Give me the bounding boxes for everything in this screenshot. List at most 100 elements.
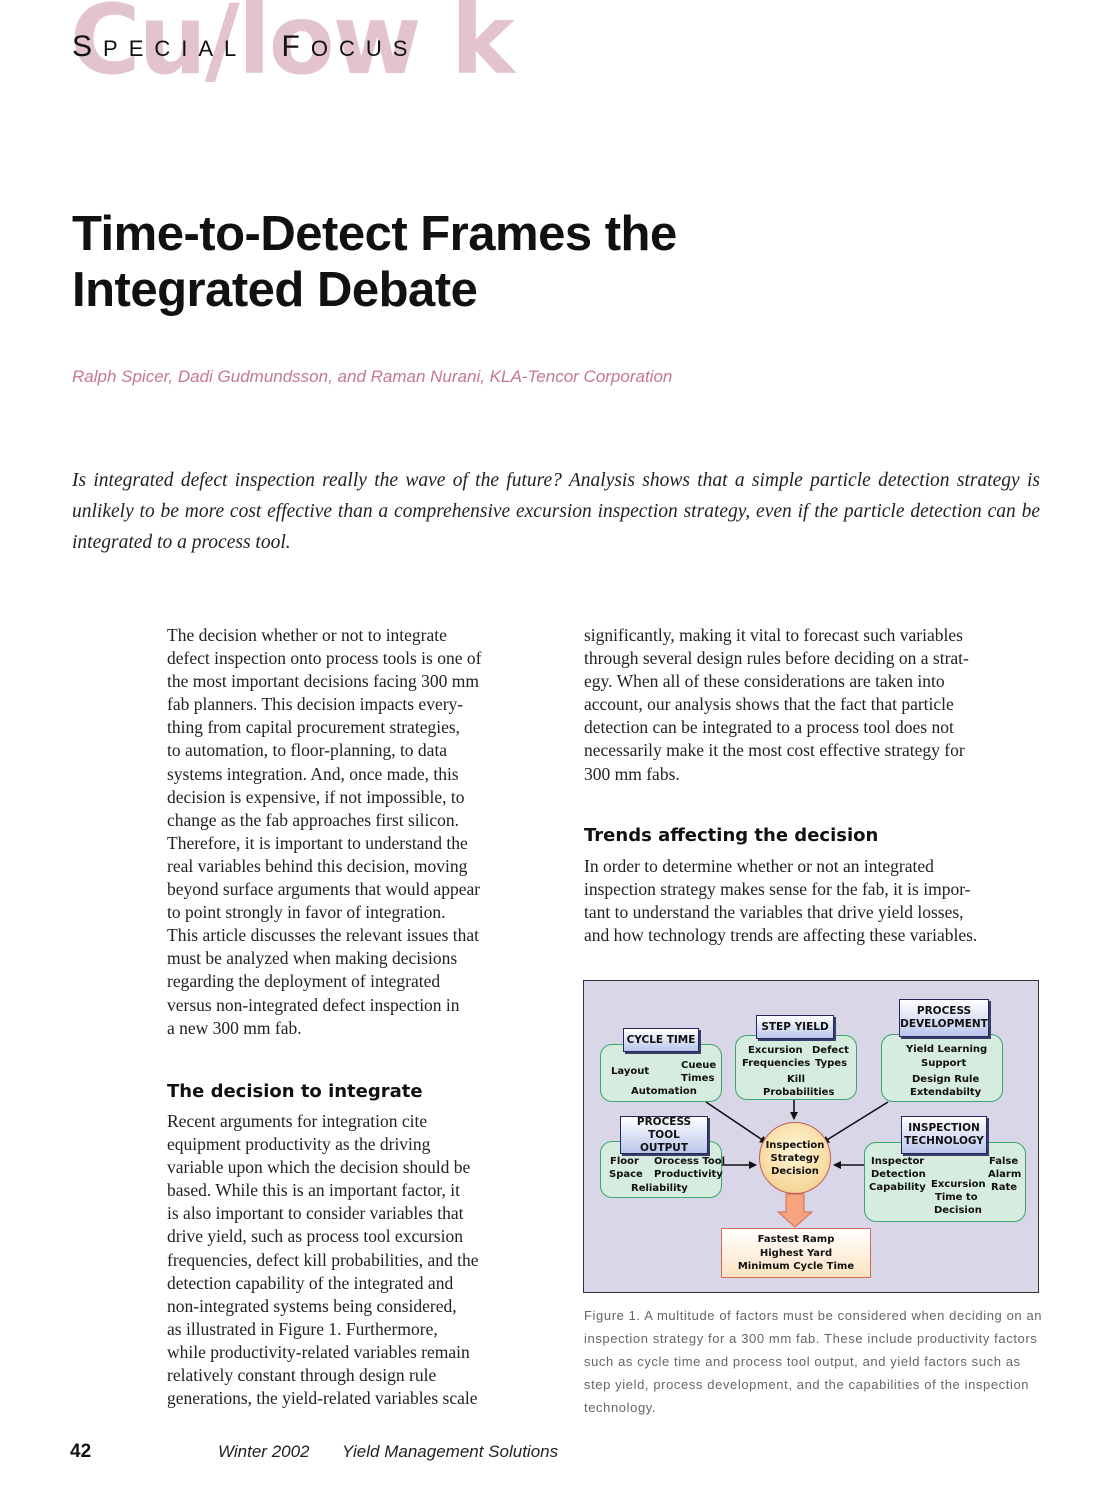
outcome-box: Fastest Ramp Highest Yard Minimum Cycle … [721,1228,871,1278]
outcome-line-1: Fastest Ramp [757,1234,835,1245]
text-line: versus non-integrated defect inspection … [167,994,460,1015]
text-line: Therefore, it is important to understand… [167,832,468,853]
factor-productivity: Productivity [654,1169,723,1180]
section-label-pecial: PECIAL [103,36,248,61]
text-line: must be analyzed when making decisions [167,948,458,969]
outcome-line-2: Highest Yard [759,1247,833,1259]
inspection-technology-label-line2: TECHNOLOGY [904,1135,984,1147]
paragraph-intro: The decision whether or not to integrate… [167,624,537,1040]
text-line: 300 mm fabs. [584,763,680,784]
factor-cueue: Cueue [681,1060,717,1071]
section-label-ocus: OCUS [310,36,419,61]
text-line: significantly, making it vital to foreca… [584,625,963,645]
factor-space: Space [609,1169,643,1180]
arrow-cycle-time [705,1101,768,1144]
factor-inspector: Inspector [871,1156,925,1167]
center-line-3: Decision [771,1165,819,1177]
section-label: SPECIAL FOCUS [72,32,418,62]
factor-orocess-tool: Orocess Tool [654,1156,726,1167]
text-line: as illustrated in Figure 1. Furthermore, [167,1318,438,1339]
text-line: the most important decisions facing 300 … [167,671,480,692]
text-line: fab planners. This decision impacts ever… [167,694,464,715]
factor-reliability: Reliability [631,1183,688,1194]
text-line: detection capability of the integrated a… [167,1272,454,1293]
text-line: beyond surface arguments that would appe… [167,879,481,900]
factor-floor: Floor [610,1156,639,1167]
heading-trends: Trends affecting the decision [584,825,879,846]
text-line: frequencies, defect kill probabilities, … [167,1249,479,1270]
heading-decision-to-integrate: The decision to integrate [167,1081,423,1102]
text-line: relatively constant through design rule [167,1365,437,1386]
inspection-technology-box: Inspector Detection Capability False Ala… [864,1142,1026,1222]
body-column-2: significantly, making it vital to foreca… [584,624,1046,945]
outcome-line-3: Minimum Cycle Time [737,1261,855,1272]
factor-support: Support [921,1058,967,1069]
cycle-time-label: CYCLE TIME [623,1028,699,1052]
text-line: equipment productivity as the driving [167,1134,431,1155]
factor-yield-learning: Yield Learning [906,1044,988,1055]
text-line: and how technology trends are affecting … [584,925,978,946]
article-abstract: Is integrated defect inspection really t… [72,470,1040,553]
text-line: a new 300 mm fab. [167,1017,302,1038]
inspection-technology-label: INSPECTION TECHNOLOGY [901,1116,987,1154]
section-watermark: Cu/low k [70,0,515,96]
inspection-strategy-decision-node: Inspection Strategy Decision [759,1122,831,1194]
text-line: to point strongly in favor of integratio… [167,902,446,923]
factor-alarm: Alarm [988,1169,1022,1180]
text-line: detection can be integrated to a process… [584,717,954,738]
factor-capability: Capability [869,1182,926,1193]
body-column-1: The decision whether or not to integrate… [167,624,537,1408]
paragraph-continued: significantly, making it vital to foreca… [584,624,1046,786]
arrow-process-development [821,1101,889,1144]
factor-excursion-detection: Excursion [931,1179,986,1190]
factor-types: Types [815,1058,848,1069]
text-line: regarding the deployment of integrated [167,971,441,992]
factor-detection: Detection [871,1169,926,1180]
title-line-2: Integrated Debate [72,263,478,317]
text-line: thing from capital procurement strategie… [167,717,461,738]
text-line: tant to understand the variables that dr… [584,902,964,923]
factor-extendabilty: Extendabilty [910,1087,982,1098]
article-title: Time-to-Detect Frames the Integrated Deb… [72,206,852,318]
text-line: In order to determine whether or not an … [584,856,934,876]
text-line: to automation, to floor-planning, to dat… [167,740,448,761]
section-label-f: F [281,30,311,63]
inspection-technology-label-line1: INSPECTION [908,1122,980,1134]
factor-decision: Decision [934,1205,982,1216]
center-line-1: Inspection [765,1139,825,1151]
center-line-2: Strategy [770,1152,820,1164]
issue-date: Winter 2002 [218,1442,310,1461]
text-line: generations, the yield-related variables… [167,1388,478,1409]
factor-probabilities: Probabilities [763,1087,835,1098]
text-line: inspection strategy makes sense for the … [584,879,971,900]
process-development-box: Yield Learning Support Design Rule Exten… [881,1034,1003,1102]
cycle-time-box: Layout Cueue Times Automation [600,1044,722,1102]
text-line: decision is expensive, if not impossible… [167,786,465,807]
article-authors: Ralph Spicer, Dadi Gudmundsson, and Rama… [72,367,673,386]
section-label-s: S [72,30,104,63]
text-line: egy. When all of these considerations ar… [584,671,945,692]
text-line: while productivity-related variables rem… [167,1341,470,1362]
process-development-label-line2: DEVELOPMENT [900,1018,988,1030]
step-yield-box: Excursion Frequencies Defect Types Kill … [735,1035,857,1100]
factor-excursion: Excursion [748,1045,803,1056]
text-line: is also important to consider variables … [167,1203,464,1224]
factor-layout: Layout [611,1066,650,1077]
figure-arrows [705,1100,889,1228]
title-line-1: Time-to-Detect Frames the [72,207,677,261]
factor-automation: Automation [631,1086,697,1097]
text-line: account, our analysis shows that the fac… [584,694,954,715]
factor-defect: Defect [812,1045,849,1056]
factor-false: False [989,1156,1019,1167]
page-number: 42 [70,1441,92,1462]
text-line: non-integrated systems being considered, [167,1295,457,1316]
factor-design-rule: Design Rule [912,1074,980,1085]
step-yield-label: STEP YIELD [756,1015,834,1039]
factor-times: Times [681,1073,715,1084]
text-line: The decision whether or not to integrate [167,625,447,645]
factor-time-to: Time to [935,1192,978,1203]
process-tool-output-label-line2: OUTPUT [640,1141,688,1154]
factor-frequencies: Frequencies [742,1058,811,1069]
text-line: necessarily make it the most cost effect… [584,740,965,761]
